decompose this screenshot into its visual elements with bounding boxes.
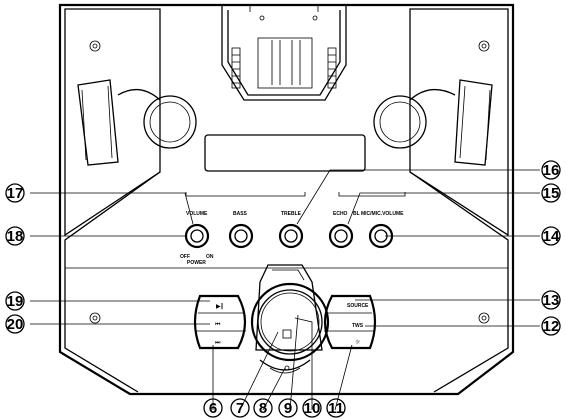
leader-lines bbox=[30, 169, 540, 411]
top-handle-assembly bbox=[221, 5, 347, 101]
tws-label: TWS bbox=[352, 323, 364, 329]
left-button-cluster bbox=[193, 294, 247, 350]
callout-6: 6 bbox=[209, 400, 217, 417]
usb-port[interactable] bbox=[282, 329, 292, 339]
light-button[interactable]: ☼ bbox=[355, 339, 361, 346]
on-label: ON bbox=[206, 254, 214, 260]
callout-13: 13 bbox=[543, 292, 560, 309]
callout-10: 10 bbox=[304, 400, 321, 417]
left-handle-woofer bbox=[77, 40, 197, 324]
callout-11: 11 bbox=[328, 400, 344, 417]
callout-7: 7 bbox=[236, 400, 244, 417]
treble-label: TREBLE bbox=[281, 211, 302, 217]
callout-17: 17 bbox=[7, 185, 24, 202]
right-button-cluster bbox=[323, 294, 377, 350]
next-button[interactable]: ⏭ bbox=[215, 339, 221, 346]
echo-knob[interactable] bbox=[328, 223, 354, 249]
display-window bbox=[204, 134, 366, 172]
source-label: SOURCE bbox=[347, 303, 369, 309]
next-icon: ⏭ bbox=[215, 339, 221, 346]
source-button[interactable]: SOURCE bbox=[347, 303, 369, 309]
callout-8: 8 bbox=[259, 400, 267, 417]
bass-label: BASS bbox=[233, 211, 248, 217]
callout-9: 9 bbox=[284, 400, 292, 417]
callout-16: 16 bbox=[543, 162, 560, 179]
volume-label: VOLUME bbox=[186, 211, 208, 217]
power-label: POWER bbox=[187, 260, 206, 266]
play-pause-button[interactable]: ▶‖ bbox=[216, 303, 224, 310]
callout-19: 19 bbox=[7, 293, 24, 310]
echo-label: ECHO bbox=[333, 211, 348, 217]
callout-14: 14 bbox=[543, 228, 560, 245]
center-control-assembly bbox=[255, 264, 323, 374]
callout-numbers: 17 18 19 20 16 15 14 13 12 6 7 8 9 10 11 bbox=[5, 160, 561, 418]
callout-15: 15 bbox=[543, 185, 560, 202]
previous-button[interactable]: ⏮ bbox=[215, 321, 221, 328]
callout-12: 12 bbox=[543, 318, 560, 335]
tws-button[interactable]: TWS bbox=[352, 323, 364, 329]
callout-20: 20 bbox=[7, 316, 24, 333]
bass-knob[interactable] bbox=[228, 223, 254, 249]
speaker-body-outline bbox=[58, 3, 515, 396]
previous-icon: ⏮ bbox=[215, 321, 221, 328]
main-dial[interactable] bbox=[250, 282, 330, 362]
volume-knob[interactable] bbox=[184, 223, 210, 249]
callout-18: 18 bbox=[7, 228, 24, 245]
treble-knob[interactable] bbox=[278, 223, 304, 249]
right-handle-woofer bbox=[373, 40, 493, 324]
play-pause-icon: ▶‖ bbox=[216, 303, 224, 310]
off-label: OFF bbox=[180, 254, 190, 260]
mic-volume-label: BL MIC/MIC.VOLUME bbox=[353, 211, 404, 217]
light-icon: ☼ bbox=[355, 339, 361, 346]
